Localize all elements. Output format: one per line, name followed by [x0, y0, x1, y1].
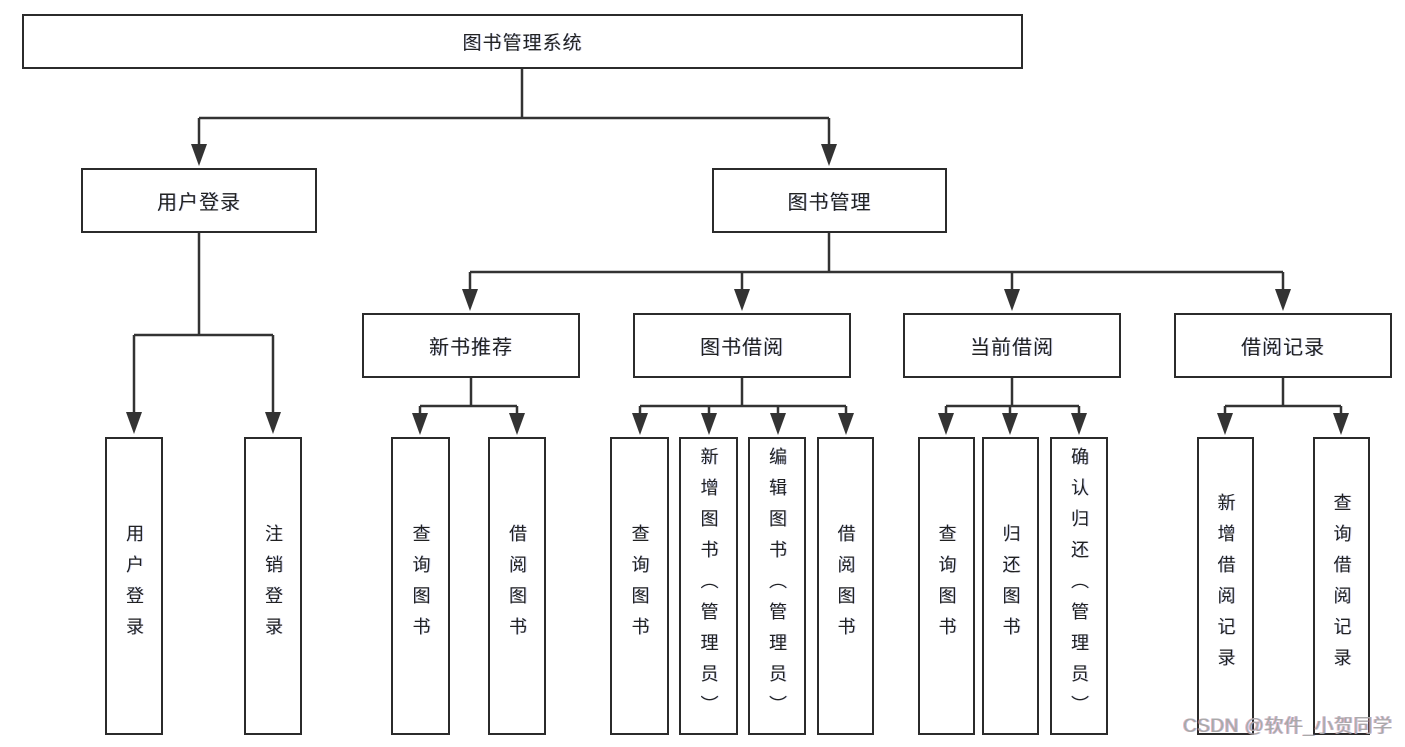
- node-label: 图书借阅: [700, 337, 784, 359]
- node-query-borrow-record: 查询借阅记录: [1313, 437, 1370, 735]
- node-label: 新增借阅记录: [1215, 493, 1236, 679]
- node-borrowing-records: 借阅记录: [1174, 313, 1392, 378]
- node-book-management: 图书管理: [712, 168, 947, 233]
- node-query-books-current: 查询图书: [918, 437, 975, 735]
- node-label: 注销登录: [263, 524, 283, 648]
- node-label: 借阅图书: [835, 524, 856, 648]
- node-current-borrowing: 当前借阅: [903, 313, 1121, 378]
- node-library-management-system: 图书管理系统: [22, 14, 1023, 69]
- node-user-login-leaf: 用户登录: [105, 437, 163, 735]
- node-return-books: 归还图书: [982, 437, 1039, 735]
- node-new-book-recommendation: 新书推荐: [362, 313, 580, 378]
- node-label: 新书推荐: [429, 337, 513, 359]
- node-label: 查询借阅记录: [1331, 493, 1352, 679]
- node-label: 借阅图书: [507, 524, 527, 648]
- node-label: 当前借阅: [970, 337, 1054, 359]
- node-label: 归还图书: [1000, 524, 1021, 648]
- node-label: 新增图书（管理员）: [698, 446, 719, 726]
- node-label: 图书管理系统: [462, 33, 583, 54]
- node-label: 编辑图书（管理员）: [767, 446, 787, 726]
- node-query-books-borrowing: 查询图书: [610, 437, 669, 735]
- node-label: 查询图书: [410, 524, 431, 648]
- node-user-login: 用户登录: [81, 168, 317, 233]
- node-label: 用户登录: [157, 192, 241, 214]
- node-add-borrow-record: 新增借阅记录: [1197, 437, 1254, 735]
- node-borrow-books-recommend: 借阅图书: [488, 437, 546, 735]
- arrowheads: [126, 144, 1349, 435]
- node-label: 查询图书: [936, 524, 957, 648]
- node-label: 查询图书: [629, 524, 650, 648]
- node-query-books-recommend: 查询图书: [391, 437, 450, 735]
- node-logout: 注销登录: [244, 437, 302, 735]
- node-label: 用户登录: [124, 524, 144, 648]
- node-edit-books-admin: 编辑图书（管理员）: [748, 437, 806, 735]
- node-confirm-return-admin: 确认归还（管理员）: [1050, 437, 1108, 735]
- csdn-watermark: CSDN @软件_小贺同学: [1183, 716, 1393, 737]
- node-label: 图书管理: [787, 192, 872, 214]
- node-label: 借阅记录: [1241, 337, 1325, 359]
- node-label: 确认归还（管理员）: [1069, 446, 1089, 726]
- node-book-borrowing: 图书借阅: [633, 313, 851, 378]
- node-borrow-books-borrowing: 借阅图书: [817, 437, 874, 735]
- node-add-books-admin: 新增图书（管理员）: [679, 437, 738, 735]
